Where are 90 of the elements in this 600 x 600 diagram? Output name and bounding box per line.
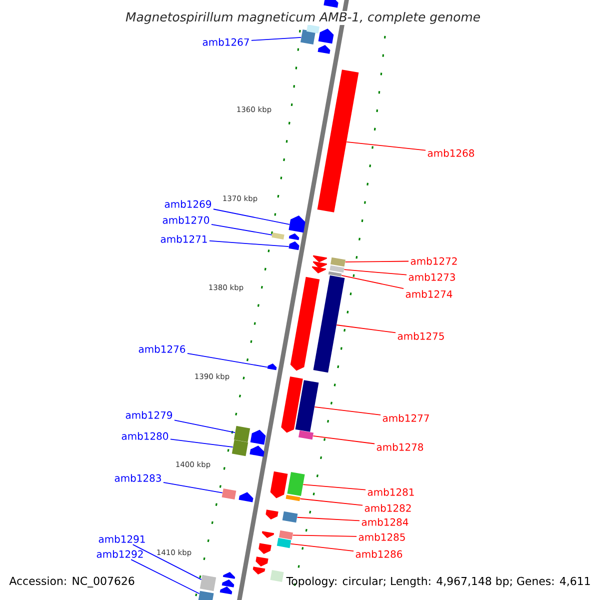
gene-label: amb1285 bbox=[358, 533, 405, 541]
genome-info-text: Topology: circular; Length: 4,967,148 bp; Genes: 4,611 bbox=[286, 576, 590, 588]
leader-line bbox=[344, 269, 408, 276]
gene-box bbox=[298, 430, 314, 440]
leader-line bbox=[187, 352, 268, 368]
gene-marker bbox=[288, 233, 300, 240]
gene-marker bbox=[256, 556, 268, 566]
gene-marker bbox=[220, 586, 232, 594]
gene-label: amb1267 bbox=[202, 38, 249, 46]
leader-line bbox=[174, 420, 236, 433]
gene-label: amb1279 bbox=[126, 411, 172, 419]
leader-line bbox=[209, 240, 290, 248]
gene-box bbox=[232, 440, 248, 456]
gene-label: amb1270 bbox=[162, 216, 210, 224]
leader-line bbox=[302, 484, 366, 490]
gene-label: amb1273 bbox=[408, 273, 455, 281]
gene-marker bbox=[222, 572, 236, 579]
gene-label: amb1292 bbox=[96, 550, 143, 558]
gene-marker bbox=[312, 266, 326, 274]
gene-bar bbox=[313, 275, 345, 373]
gene-marker bbox=[270, 471, 288, 498]
gene-box bbox=[279, 530, 294, 540]
gene-marker bbox=[318, 44, 330, 54]
gene-marker bbox=[238, 492, 254, 502]
gene-label: amb1268 bbox=[428, 149, 474, 157]
gene-marker bbox=[313, 261, 327, 268]
leader-line bbox=[312, 435, 376, 444]
gene-bar bbox=[295, 380, 319, 432]
gene-box bbox=[200, 574, 216, 592]
leader-line bbox=[344, 260, 410, 262]
gene-marker bbox=[288, 241, 300, 250]
gene-label: amb1277 bbox=[382, 414, 429, 422]
leader-line bbox=[211, 224, 272, 236]
gene-label: amb1283 bbox=[114, 474, 161, 482]
gene-label: amb1272 bbox=[410, 257, 457, 265]
gene-box bbox=[270, 570, 284, 582]
gene-box bbox=[198, 590, 214, 600]
gene-marker bbox=[250, 446, 264, 457]
leader-line bbox=[292, 534, 358, 537]
gene-marker bbox=[222, 579, 234, 588]
gene-label: amb1282 bbox=[364, 504, 411, 512]
gene-marker bbox=[324, 0, 338, 8]
gene-label: amb1275 bbox=[398, 332, 444, 340]
gene-marker bbox=[290, 276, 320, 371]
gene-marker bbox=[266, 510, 278, 520]
gene-marker bbox=[267, 364, 277, 370]
gene-box bbox=[234, 426, 250, 442]
gene-label: amb1281 bbox=[368, 488, 414, 496]
gene-label: amb1286 bbox=[356, 550, 402, 558]
leader-line bbox=[213, 208, 290, 225]
gene-box bbox=[306, 24, 320, 34]
leader-line bbox=[290, 543, 354, 552]
gene-box bbox=[330, 257, 346, 267]
gene-box bbox=[330, 265, 344, 273]
gene-bar bbox=[317, 70, 359, 212]
gene-marker bbox=[258, 543, 272, 554]
gene-label: amb1280 bbox=[122, 432, 168, 440]
gene-box bbox=[276, 538, 292, 548]
leader-line bbox=[170, 438, 234, 448]
gene-label: amb1269 bbox=[164, 200, 212, 208]
gene-box bbox=[287, 472, 305, 496]
leader-line bbox=[251, 36, 302, 41]
leader-line bbox=[346, 141, 426, 151]
leader-line bbox=[300, 498, 364, 506]
gene-label: amb1274 bbox=[406, 290, 452, 298]
leader-line bbox=[163, 482, 223, 494]
gene-label: amb1278 bbox=[376, 443, 424, 451]
gene-box bbox=[272, 232, 284, 240]
title: Magnetospirillum magneticum AMB-1, complete genome bbox=[124, 10, 482, 26]
gene-marker bbox=[313, 255, 327, 262]
accession-text: Accession: NC_007626 bbox=[9, 576, 134, 588]
gene-marker bbox=[281, 376, 303, 433]
gene-label: amb1291 bbox=[98, 535, 145, 543]
gene-box bbox=[222, 488, 236, 500]
leader-line bbox=[132, 544, 202, 580]
leader-line bbox=[130, 559, 200, 594]
gene-box bbox=[328, 271, 342, 277]
gene-label: amb1271 bbox=[160, 235, 207, 243]
gene-box bbox=[282, 511, 298, 523]
leader-line bbox=[341, 274, 404, 290]
leader-line bbox=[336, 324, 396, 334]
leader-line bbox=[296, 516, 360, 522]
gene-box bbox=[300, 29, 316, 45]
gene-marker bbox=[252, 566, 266, 575]
gene-label: amb1276 bbox=[138, 345, 186, 353]
leader-line bbox=[314, 406, 382, 416]
gene-box bbox=[286, 494, 300, 502]
gene-label: amb1284 bbox=[362, 518, 408, 526]
gene-marker bbox=[262, 531, 274, 538]
gene-marker bbox=[250, 430, 266, 445]
